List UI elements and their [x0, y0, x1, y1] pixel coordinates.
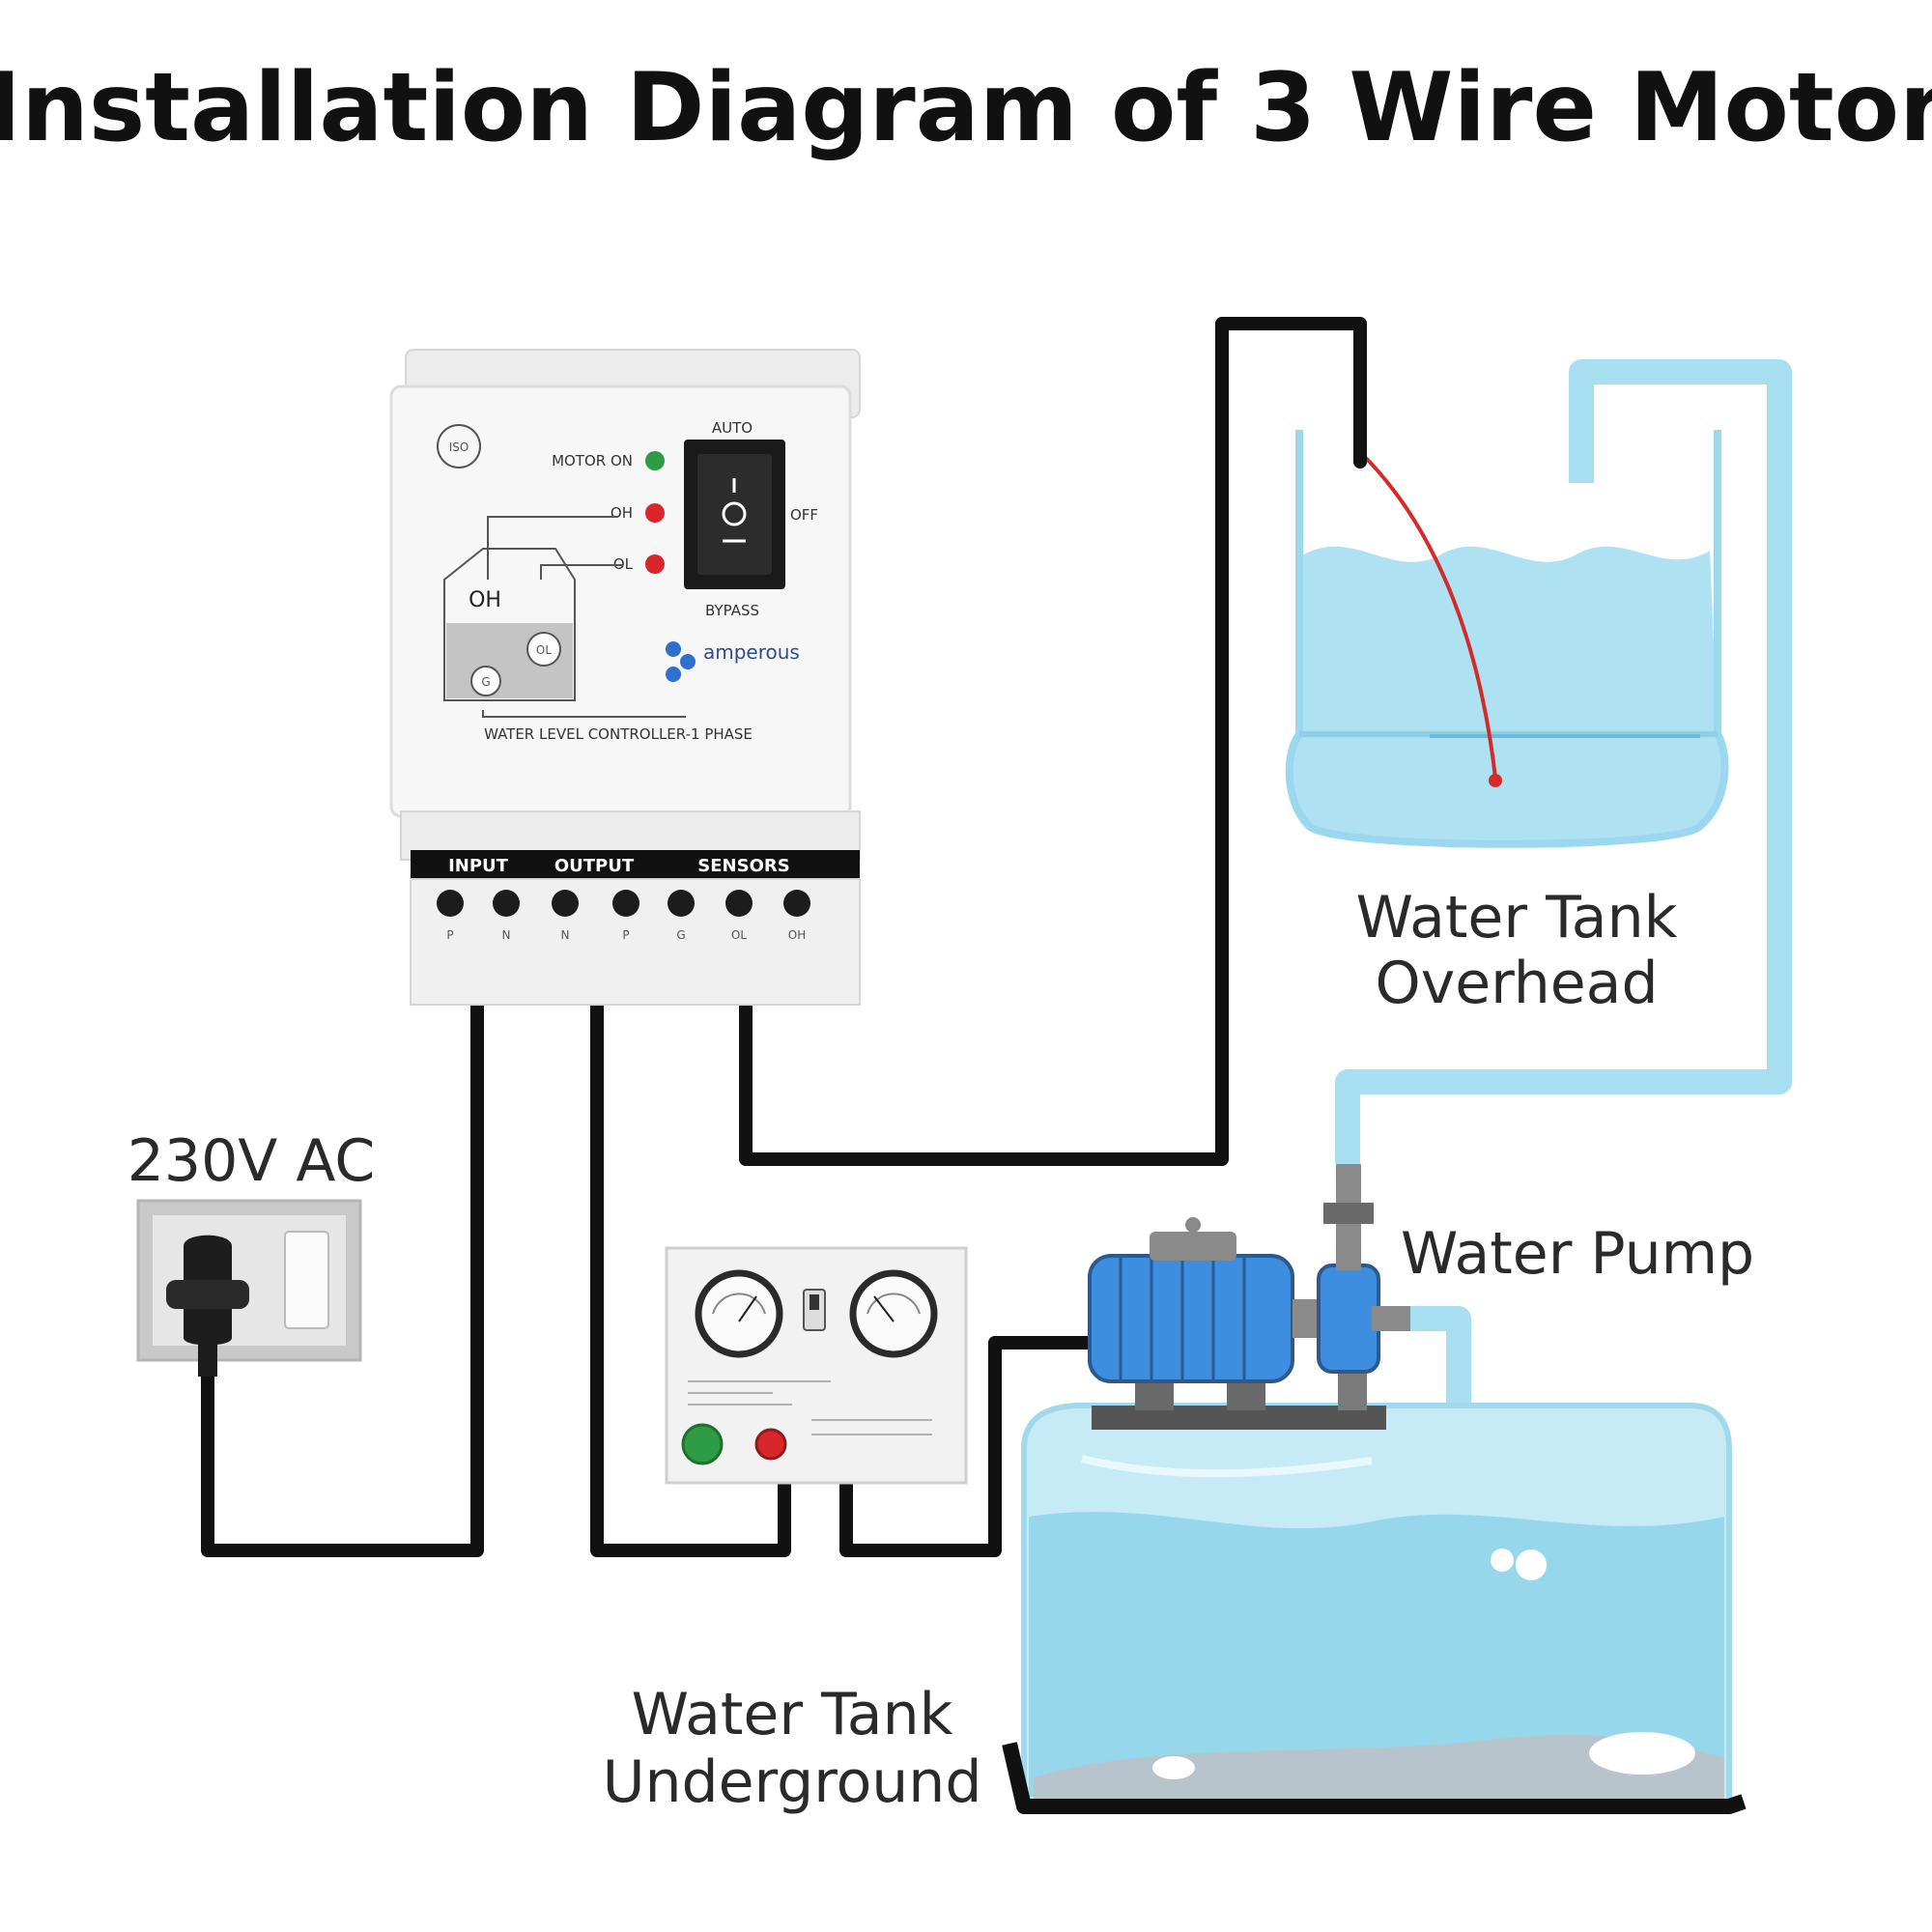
- overhead-tank: [1285, 430, 1729, 848]
- underground-tank-water: [1029, 1512, 1724, 1797]
- terminal-screw-p-in: [437, 890, 464, 917]
- water-level-controller: ISO MOTOR ON OH OL AUTO OFF BYPASS OH OL…: [389, 349, 861, 1006]
- page-title: Installation Diagram of 3 Wire Motor: [0, 53, 1932, 163]
- overhead-tank-label-line1: Water Tank: [1356, 884, 1678, 952]
- terminal-label: P: [446, 928, 453, 942]
- plug-cord-strain: [198, 1338, 217, 1377]
- terminal-label-bar: [411, 850, 860, 879]
- motor-terminal-box: [1150, 1232, 1236, 1261]
- sensors-group-label: SENSORS: [697, 856, 789, 876]
- terminal-labels: P N N P G OL OH: [446, 928, 806, 942]
- motor-on-label: MOTOR ON: [552, 452, 633, 469]
- underground-tank: [1002, 1403, 1747, 1814]
- iso-logo-icon: [437, 424, 481, 469]
- power-input-wire: [201, 988, 484, 1557]
- overhead-tank-water: [1289, 546, 1725, 844]
- motor-on-led-icon: [645, 451, 665, 470]
- underground-tank-label-line1: Water Tank: [632, 1681, 953, 1748]
- ammeter-scale: [712, 1293, 766, 1315]
- starter-green-button[interactable]: [681, 1423, 724, 1465]
- probe-ol-marker: [526, 632, 561, 667]
- terminal-label: N: [502, 928, 511, 942]
- oh-led-icon: [645, 503, 665, 523]
- motor-lifting-eye: [1185, 1217, 1201, 1233]
- terminal-screws: [437, 890, 810, 917]
- probe-g-label: G: [481, 675, 490, 689]
- overhead-red-probe: [1360, 452, 1497, 779]
- pump-head: [1317, 1264, 1380, 1374]
- terminal-label: OL: [731, 928, 747, 942]
- tank-bubble: [1152, 1756, 1195, 1779]
- terminal-screw-oh: [783, 890, 810, 917]
- plug-grip: [166, 1280, 249, 1309]
- probe-tank-schematic: [443, 548, 576, 701]
- tank-bubble: [1589, 1732, 1695, 1775]
- terminal-label: N: [561, 928, 570, 942]
- ammeter-gauge-icon: [695, 1269, 783, 1358]
- voltmeter-scale: [867, 1293, 921, 1315]
- rocker-face: [697, 454, 772, 575]
- pump-outlet-flange: [1323, 1203, 1374, 1224]
- terminal-screw-n-out: [552, 890, 579, 917]
- probe-schematic-lines: [482, 516, 686, 718]
- ol-led-icon: [645, 554, 665, 574]
- product-name: WATER LEVEL CONTROLLER-1 PHASE: [484, 725, 753, 743]
- water-pump-label: Water Pump: [1401, 1220, 1754, 1288]
- sensor-wire: [739, 317, 1367, 1166]
- switch-auto-label: AUTO: [712, 419, 753, 437]
- tank-bubble: [1516, 1549, 1547, 1580]
- pump-inlet-pipe: [1372, 1306, 1410, 1331]
- terminal-screw-p-out: [612, 890, 639, 917]
- input-group-label: INPUT: [448, 856, 509, 876]
- probe-ol-label: OL: [536, 643, 552, 657]
- terminal-screw-g: [668, 890, 695, 917]
- starter-info-lines: [688, 1380, 932, 1435]
- overhead-red-probe-tip: [1489, 774, 1502, 787]
- overhead-tank-outline: [1285, 430, 1729, 848]
- output-wire: [590, 988, 791, 1557]
- underground-tank-base: [1002, 1742, 1747, 1814]
- brand-name: amperous: [703, 640, 800, 664]
- toggle-lever: [810, 1294, 819, 1310]
- motor-fins: [1119, 1256, 1246, 1381]
- wires: [201, 317, 1367, 1557]
- voltmeter-gauge-icon: [849, 1269, 938, 1358]
- power-supply-label: 230V AC: [128, 1127, 376, 1195]
- amperous-logo-icon: [666, 641, 696, 682]
- switch-off-label: OFF: [790, 506, 818, 524]
- terminal-label: P: [622, 928, 629, 942]
- probe-g-marker: [470, 666, 501, 696]
- wall-socket: [136, 1199, 362, 1377]
- probe-oh-label: OH: [469, 588, 501, 612]
- motor-starter-panel: [665, 1246, 968, 1485]
- voltmeter-needle: [873, 1295, 895, 1322]
- socket-switch[interactable]: [284, 1231, 329, 1329]
- output-group-label: OUTPUT: [554, 856, 635, 876]
- rocker-off-mark: [722, 501, 747, 526]
- terminal-label: G: [676, 928, 685, 942]
- delivery-pipe: [1335, 359, 1792, 1164]
- ol-led-label: OL: [613, 555, 634, 573]
- underground-tank-label-line2: Underground: [603, 1748, 982, 1816]
- terminal-screw-n-in: [493, 890, 520, 917]
- overhead-tank-label-line2: Overhead: [1375, 950, 1658, 1017]
- tank-highlight: [1081, 1455, 1373, 1478]
- controller-logo: ISO: [449, 440, 469, 454]
- water-pump: [1088, 1164, 1410, 1430]
- ammeter-needle: [738, 1295, 757, 1322]
- oh-led-label: OH: [611, 504, 633, 522]
- terminal-screw-ol: [725, 890, 753, 917]
- terminal-label: OH: [788, 928, 806, 942]
- switch-bypass-label: BYPASS: [705, 602, 759, 619]
- starter-red-button[interactable]: [754, 1428, 787, 1461]
- tank-bubble: [1491, 1548, 1514, 1572]
- underground-tank-sediment: [1034, 1735, 1724, 1802]
- starter-to-motor-wire: [839, 1336, 1098, 1557]
